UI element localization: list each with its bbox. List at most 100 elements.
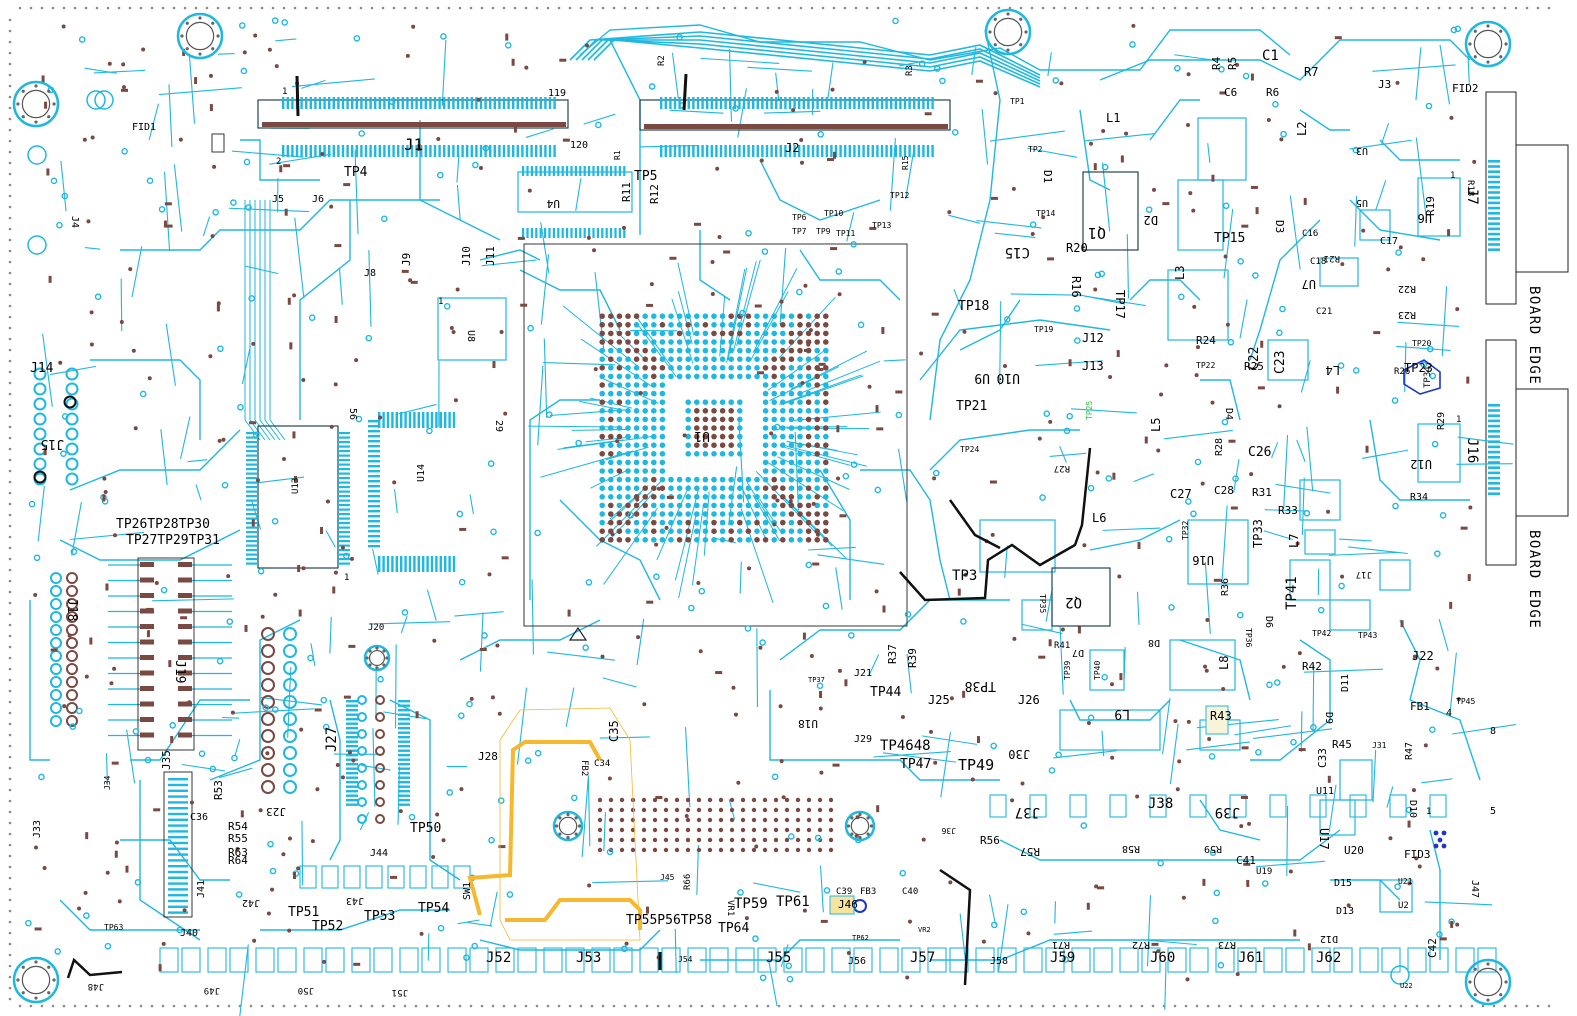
edge-dot xyxy=(18,1004,22,1008)
smd-pad xyxy=(85,832,89,840)
bga-ball xyxy=(642,459,648,466)
ic-pin xyxy=(346,718,358,721)
grid-pad xyxy=(608,837,614,843)
bga-ball xyxy=(711,313,717,320)
edge-dot xyxy=(216,1004,220,1008)
connector-pin xyxy=(539,145,542,157)
edge-pin xyxy=(1488,471,1500,475)
pcb-trace xyxy=(1381,122,1390,145)
grid-pad xyxy=(630,847,636,853)
smd-pad xyxy=(140,670,154,676)
edge-pin xyxy=(1488,476,1500,480)
bga-ball xyxy=(745,330,752,337)
edge-dot xyxy=(546,6,550,10)
mounting-hole xyxy=(21,965,51,995)
hole-stitch-via xyxy=(566,835,570,840)
silkscreen-label: TP27TP29TP31 xyxy=(126,533,220,548)
bga-ball xyxy=(599,347,605,354)
pcb-trace xyxy=(819,469,851,600)
bga-ball xyxy=(694,416,700,423)
silkscreen-label: J23 xyxy=(266,805,286,818)
bga-ball xyxy=(814,519,820,526)
hole-stitch-via xyxy=(375,646,379,650)
grid-pad xyxy=(608,817,614,823)
bga-ball xyxy=(685,399,691,406)
bga-ball xyxy=(737,347,743,354)
through-hole-pad xyxy=(66,689,78,701)
ic-pin xyxy=(610,166,613,176)
via xyxy=(217,345,224,353)
bga-ball xyxy=(599,485,605,492)
via xyxy=(606,848,614,856)
via xyxy=(778,704,783,709)
connector-pin xyxy=(493,145,496,157)
via xyxy=(238,22,246,29)
via xyxy=(731,685,736,690)
bga-ball xyxy=(625,416,631,423)
smd-pad xyxy=(140,577,154,583)
edge-pin xyxy=(1488,160,1500,163)
ic-pin xyxy=(544,228,547,238)
pcb-trace xyxy=(1438,618,1449,652)
edge-dot xyxy=(8,557,12,561)
edge-dot xyxy=(1074,6,1078,10)
pcb-trace xyxy=(49,365,96,376)
via xyxy=(1030,232,1035,236)
via xyxy=(799,137,804,142)
grid-pad xyxy=(597,847,603,853)
via xyxy=(281,852,286,857)
via xyxy=(182,908,187,913)
pcb-trace xyxy=(1300,711,1303,753)
edge-dot xyxy=(557,6,561,10)
edge-pin xyxy=(1488,482,1500,485)
bga-ball xyxy=(616,322,623,328)
connector-box xyxy=(543,947,563,973)
via xyxy=(212,164,217,169)
connector-pin xyxy=(168,778,188,781)
bga-ball xyxy=(694,425,700,431)
pcb-trace xyxy=(310,643,316,667)
connector-pin xyxy=(337,97,340,109)
edge-dot xyxy=(667,1004,671,1008)
pcb-trace xyxy=(1054,901,1057,924)
via xyxy=(411,24,416,29)
hole-stitch-via xyxy=(211,47,215,51)
edge-dot xyxy=(161,1004,165,1008)
edge-dot xyxy=(678,1004,682,1008)
grid-pad xyxy=(685,797,691,803)
smd-pad xyxy=(1407,820,1411,828)
bga-ball xyxy=(694,485,700,492)
pcb-trace xyxy=(808,546,856,551)
grid-pad xyxy=(597,837,603,843)
bga-ball xyxy=(771,451,777,457)
bga-ball xyxy=(659,330,666,337)
via xyxy=(28,500,36,508)
connector-pin xyxy=(811,145,815,157)
silkscreen-label: R53 xyxy=(212,780,225,800)
connector-pin xyxy=(337,145,340,157)
silkscreen-label: 29 xyxy=(493,420,504,432)
bga-ball xyxy=(788,347,795,354)
connector-box xyxy=(709,947,729,973)
silkscreen-label: 119 xyxy=(548,88,566,99)
smd-pad xyxy=(1228,439,1236,443)
bga-fanout xyxy=(609,485,649,520)
bga-ball xyxy=(823,494,829,500)
via xyxy=(1249,472,1254,477)
edge-dot xyxy=(843,1004,847,1008)
pcb-trace xyxy=(275,38,297,42)
connector-pin xyxy=(397,97,400,109)
bga-ball xyxy=(788,476,795,483)
through-hole-pad xyxy=(261,780,275,794)
bga-ball xyxy=(762,425,769,431)
edge-dot xyxy=(777,6,781,10)
bga-ball xyxy=(737,365,743,371)
via xyxy=(453,398,458,403)
pcb-trace xyxy=(329,616,332,654)
bga-fanout xyxy=(580,338,653,388)
ic-pin xyxy=(614,228,617,238)
connector-pin xyxy=(168,807,188,810)
pcb-trace xyxy=(1179,639,1251,701)
pcb-trace xyxy=(999,301,1002,386)
bga-ball xyxy=(780,399,786,406)
